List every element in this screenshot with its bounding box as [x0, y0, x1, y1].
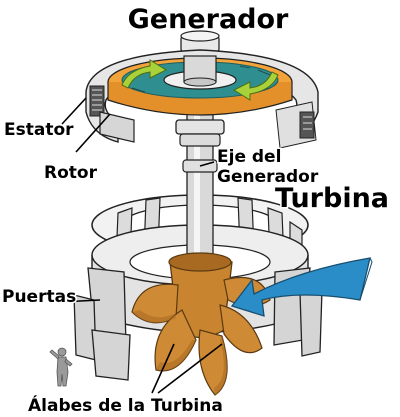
blades-label: Álabes de la Turbina [28, 394, 223, 416]
person-silhouette-icon [49, 347, 73, 387]
title-label: Generador [128, 4, 289, 35]
gates-label: Puertas [2, 287, 76, 307]
shaft-label-line1: Eje del [217, 147, 281, 167]
gates-leader [59, 299, 101, 303]
turbine-runner [131, 252, 271, 396]
water-flow-arrow-icon [230, 257, 373, 317]
turbine-label: Turbina [275, 183, 389, 214]
shaft-label-line2: Generador [217, 167, 319, 187]
stator-coils-left [89, 85, 105, 117]
rotor-label: Rotor [44, 163, 98, 183]
stator-coils-right [275, 101, 317, 149]
turbine-housing [73, 194, 323, 381]
label-leader-lines [59, 97, 223, 394]
estator-leader [61, 97, 87, 125]
blades-leader-2 [157, 343, 223, 394]
blades-leader-1 [151, 343, 175, 394]
stator-label: Estator [4, 120, 74, 140]
shaft-leader [199, 161, 215, 167]
rotation-arrow-icon [121, 59, 279, 101]
generator [85, 49, 319, 149]
rotor-leader [75, 113, 111, 153]
